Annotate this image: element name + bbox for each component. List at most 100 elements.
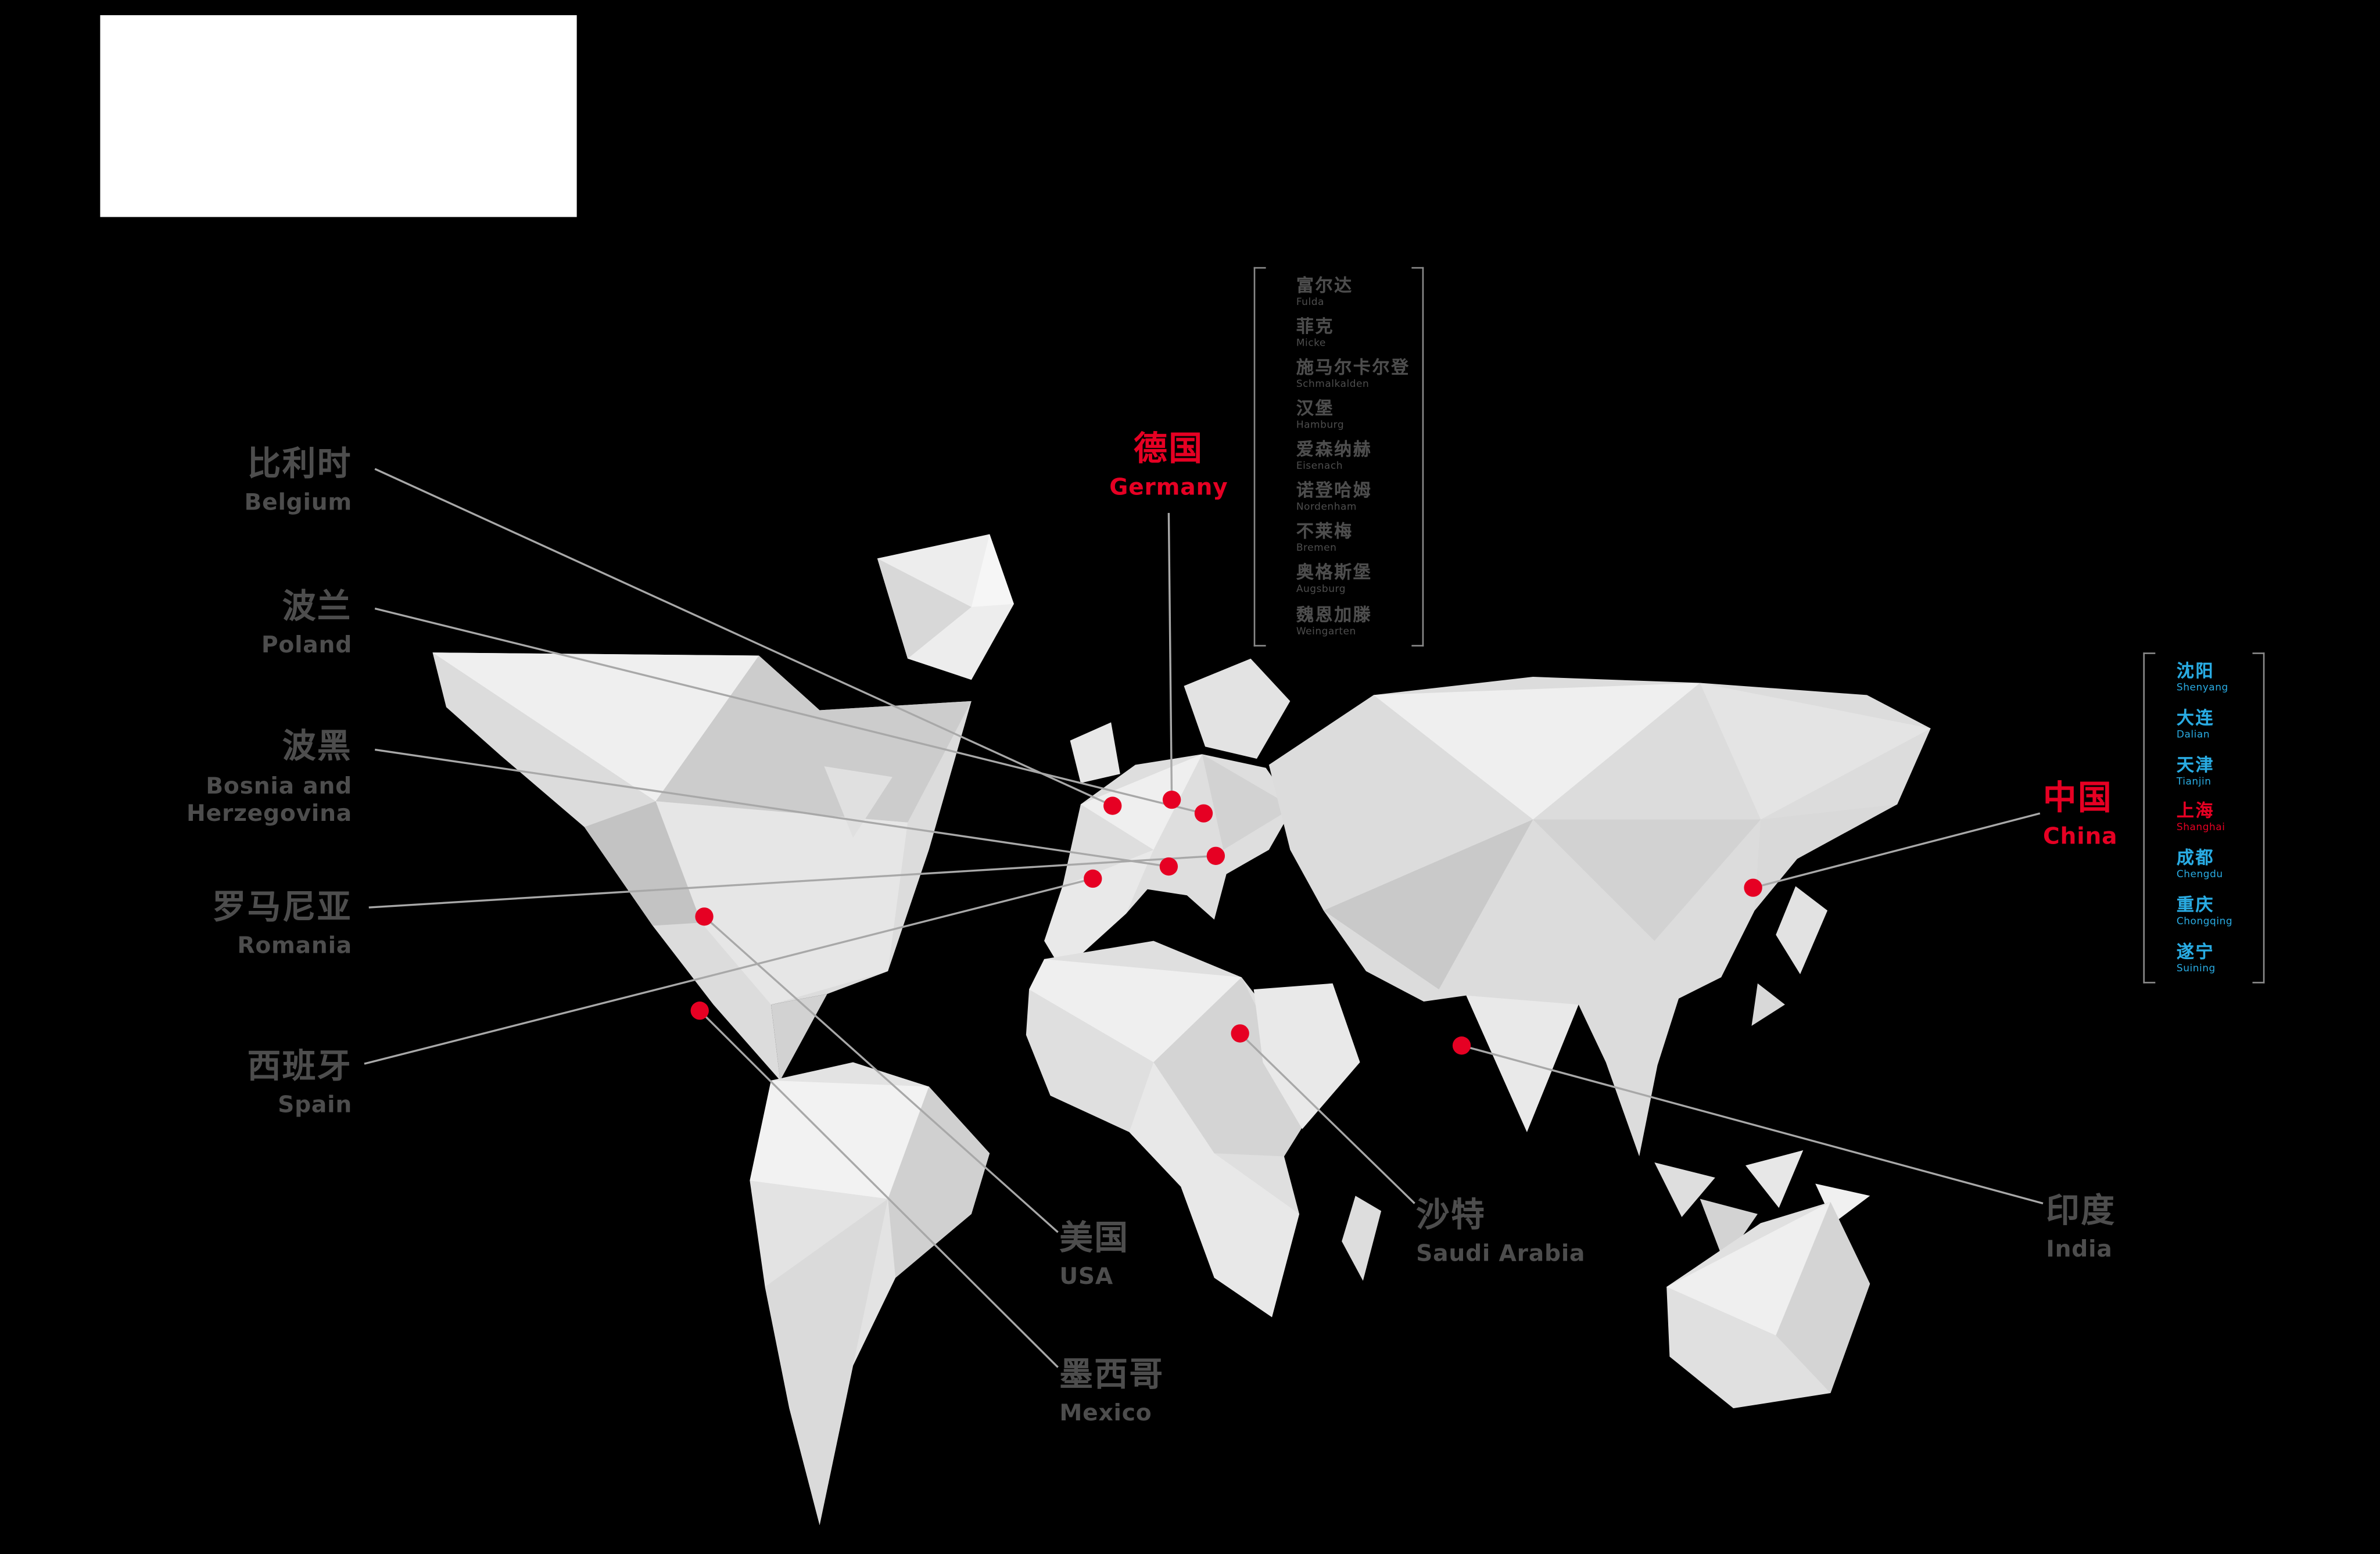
country-name-zh: 美国	[1059, 1220, 1130, 1258]
arabian-peninsula	[1253, 983, 1360, 1129]
bracket-left	[2143, 652, 2156, 984]
country-name-en: China	[2043, 822, 2118, 850]
country-name-en: USA	[1059, 1262, 1114, 1290]
line-poland	[374, 607, 1204, 814]
city-name-zh: 魏恩加滕	[1296, 603, 1372, 625]
location-dot-china	[1744, 878, 1762, 897]
country-name-en: Bosnia and Herzegovina	[187, 772, 353, 827]
location-dot-usa	[695, 907, 714, 926]
city-name-en: Chongqing	[2176, 914, 2233, 927]
city-name-zh: 菲克	[1296, 315, 1335, 338]
bracket-left	[1253, 267, 1266, 647]
country-label-mexico: 墨西哥 Mexico	[1059, 1356, 1164, 1425]
city-name-en: Eisenach	[1296, 460, 1343, 473]
china-cities-list: 沈阳 Shenyang 大连 Dalian 天津 Tianjin 上海 Shan…	[2176, 660, 2232, 974]
city-name-en: Bremen	[1296, 542, 1337, 555]
city-name-en: Dalian	[2176, 728, 2210, 741]
city-name-zh: 大连	[2176, 706, 2215, 728]
country-name-en: India	[2046, 1235, 2113, 1263]
city-entry-nordenham: 诺登哈姆 Nordenham	[1296, 480, 1410, 512]
location-dot-romania	[1206, 846, 1225, 865]
city-name-zh: 遂宁	[2176, 940, 2215, 961]
country-name-zh: 波黑	[282, 728, 353, 767]
greenland	[877, 534, 1014, 680]
country-label-belgium: 比利时 Belgium	[0, 448, 352, 514]
line-germany	[1167, 512, 1173, 800]
city-name-zh: 上海	[2176, 800, 2215, 821]
continent-europe	[1044, 658, 1293, 971]
city-name-zh: 爱森纳赫	[1296, 439, 1372, 461]
line-bosnia	[374, 748, 1169, 868]
logo-placeholder	[100, 15, 577, 217]
location-dot-mexico	[690, 1002, 709, 1020]
city-name-zh: 沈阳	[2176, 660, 2215, 681]
city-entry-augsburg: 奥格斯堡 Augsburg	[1296, 565, 1410, 595]
line-belgium	[374, 468, 1113, 807]
country-label-romania: 罗马尼亚 Romania	[0, 892, 352, 957]
location-dot-poland	[1194, 804, 1213, 823]
city-name-zh: 奥格斯堡	[1296, 562, 1372, 584]
city-name-zh: 施马尔卡尔登	[1296, 357, 1410, 378]
line-usa	[703, 916, 1059, 1233]
city-entry-suining: 遂宁 Suining	[2176, 940, 2232, 974]
city-name-en: Augsburg	[1296, 583, 1346, 596]
germany-cities-list: 富尔达 Fulda 菲克 Micke 施马尔卡尔登 Schmalkalden 汉…	[1296, 274, 1410, 637]
country-name-zh: 中国	[2043, 780, 2113, 818]
germany-cities-panel: 富尔达 Fulda 菲克 Micke 施马尔卡尔登 Schmalkalden 汉…	[1253, 267, 1424, 647]
bracket-right	[1411, 267, 1424, 647]
country-name-zh: 沙特	[1416, 1197, 1486, 1236]
city-name-zh: 不莱梅	[1296, 521, 1353, 543]
continent-africa	[1026, 941, 1382, 1318]
continent-south-america	[750, 1062, 990, 1526]
country-name-zh: 西班牙	[247, 1049, 353, 1087]
city-entry-weingarten: 魏恩加滕 Weingarten	[1296, 603, 1410, 637]
city-name-zh: 成都	[2176, 846, 2215, 868]
line-china	[1752, 812, 2041, 889]
city-name-en: Suining	[2176, 961, 2216, 974]
city-entry-chengdu: 成都 Chengdu	[2176, 846, 2232, 880]
line-mexico	[699, 1010, 1059, 1368]
location-dot-germany	[1162, 790, 1181, 809]
line-india	[1461, 1045, 2044, 1205]
city-entry-hamburg: 汉堡 Hamburg	[1296, 397, 1410, 430]
city-name-zh: 诺登哈姆	[1296, 480, 1372, 501]
country-name-en: Poland	[261, 631, 353, 659]
country-name-zh: 印度	[2046, 1193, 2116, 1231]
country-name-zh: 墨西哥	[1059, 1356, 1164, 1395]
location-dot-belgium	[1103, 796, 1122, 815]
country-name-en: Spain	[278, 1091, 353, 1119]
australia	[1666, 1201, 1870, 1409]
country-name-en: Saudi Arabia	[1416, 1240, 1586, 1268]
city-entry-chongqing: 重庆 Chongqing	[2177, 896, 2232, 926]
country-label-china: 中国 China	[2043, 783, 2117, 848]
city-name-zh: 富尔达	[1296, 274, 1353, 296]
country-label-usa: 美国 USA	[1059, 1220, 1130, 1290]
city-name-zh: 汉堡	[1296, 397, 1335, 419]
city-entry-schmalkalden: 施马尔卡尔登 Schmalkalden	[1296, 357, 1410, 389]
city-entry-micke: 菲克 Micke	[1296, 315, 1410, 349]
city-entry-bremen: 不莱梅 Bremen	[1296, 521, 1410, 555]
country-label-saudi-arabia: 沙特 Saudi Arabia	[1416, 1200, 1585, 1265]
city-entry-shenyang: 沈阳 Shenyang	[2176, 660, 2232, 693]
location-dot-saudi-arabia	[1231, 1024, 1249, 1043]
location-dot-india	[1452, 1036, 1471, 1055]
city-name-en: Weingarten	[1296, 624, 1356, 637]
city-name-zh: 重庆	[2176, 893, 2215, 915]
japan-islands	[1751, 886, 1828, 1026]
country-label-bosnia-and-herzegovina: 波黑 Bosnia and Herzegovina	[0, 731, 352, 828]
country-name-zh: 德国	[1134, 430, 1204, 469]
country-name-zh: 波兰	[282, 588, 353, 627]
location-dot-spain	[1084, 869, 1102, 888]
country-name-zh: 罗马尼亚	[212, 889, 353, 928]
city-name-zh: 天津	[2176, 753, 2215, 775]
line-saudi-arabia	[1239, 1032, 1415, 1204]
city-name-en: Shanghai	[2176, 821, 2225, 834]
city-entry-shanghai: 上海 Shanghai	[2176, 800, 2232, 834]
city-entry-dalian: 大连 Dalian	[2176, 706, 2232, 741]
line-spain	[364, 877, 1094, 1065]
atlantic-island	[824, 766, 892, 838]
country-label-india: 印度 India	[2046, 1193, 2116, 1263]
connector-lines	[364, 468, 2044, 1368]
